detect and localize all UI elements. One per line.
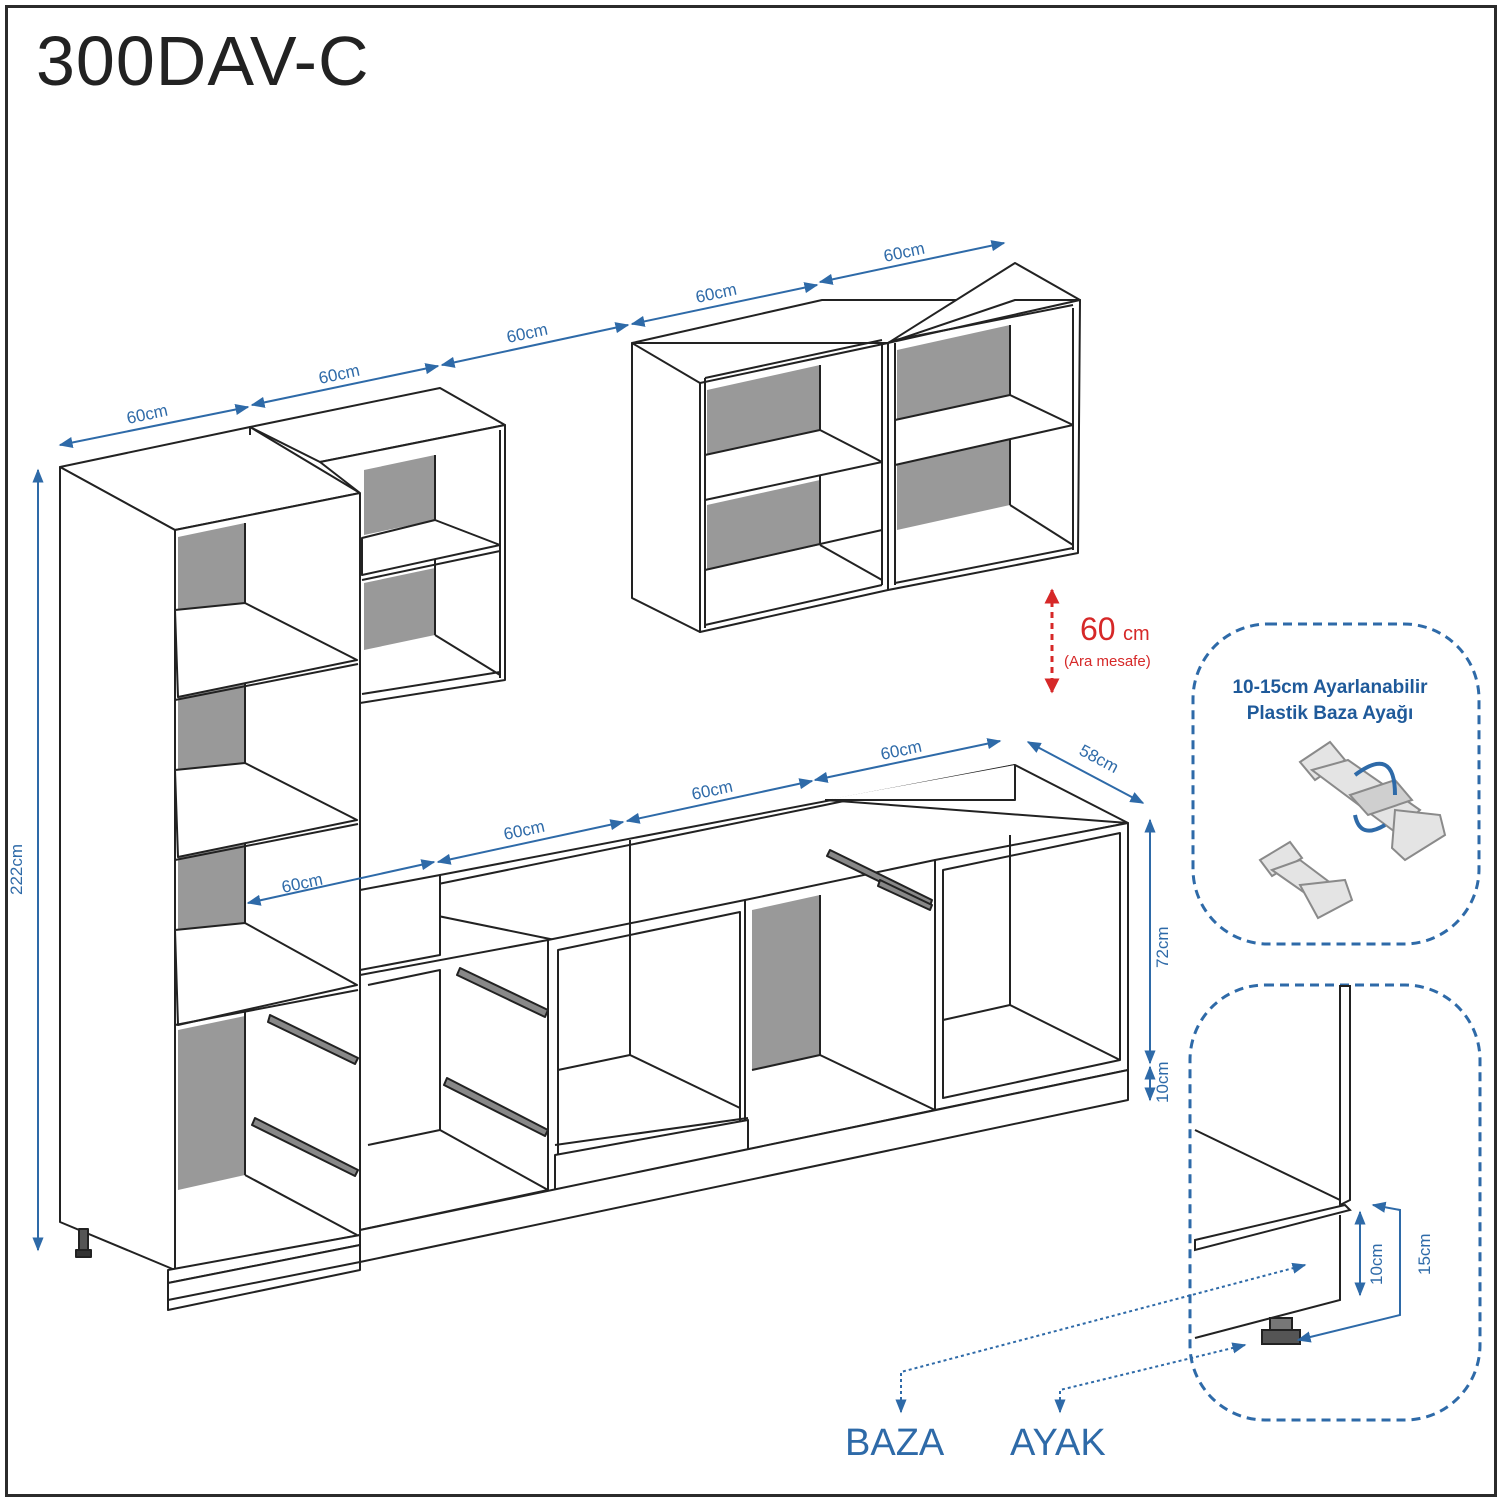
detail-label-plinth: 10cm: [1367, 1243, 1386, 1285]
leg-title-line-2: Plastik Baza Ayağı: [1247, 703, 1414, 724]
leg-callout: 10-15cm Ayarlanabilir Plastik Baza Ayağı: [1191, 622, 1481, 946]
leg-title-line-1: 10-15cm Ayarlanabilir: [1232, 677, 1428, 698]
wall-cabinet-right: [631, 262, 1081, 633]
label-baza: BAZA: [845, 1422, 945, 1464]
detail-label-leg-range: 15cm: [1415, 1233, 1434, 1275]
page-border: [5, 5, 1497, 1497]
base-cabinets: [167, 764, 1129, 1301]
product-code: 300DAV-C: [36, 22, 370, 100]
dim-label-height-tall: 222cm: [7, 844, 26, 895]
gap-indicator: 60 cm (Ara mesafe): [1044, 588, 1151, 694]
gap-value: 60: [1080, 611, 1116, 647]
dimension-lines: [32, 240, 1156, 1252]
tall-cabinet: [59, 426, 361, 1311]
plinth-detail-callout: 10cm 15cm: [1188, 983, 1482, 1422]
plinth-detail-cabinet: [1194, 985, 1352, 1345]
callout-pointers: [895, 1262, 1307, 1414]
dim-label-base-height: 72cm: [1153, 926, 1172, 968]
gap-unit: cm: [1123, 623, 1150, 645]
dim-label-base-4: 60cm: [879, 737, 924, 764]
label-ayak: AYAK: [1010, 1422, 1106, 1464]
dim-label-plinth-height: 10cm: [1153, 1061, 1172, 1103]
adjustable-leg-small-icon: [1258, 840, 1354, 920]
wall-cabinet-left: [249, 387, 506, 704]
adjustable-leg-large-icon: [1298, 740, 1447, 862]
gap-caption: (Ara mesafe): [1064, 653, 1151, 670]
